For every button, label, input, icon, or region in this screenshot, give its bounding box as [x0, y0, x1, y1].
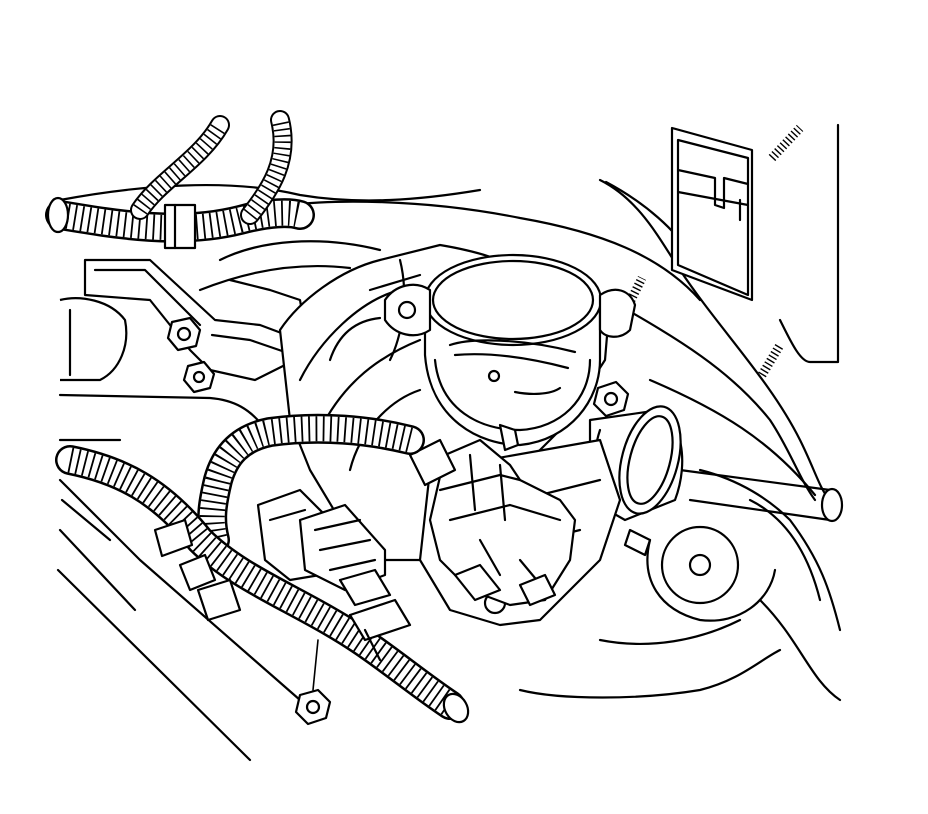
nut-left-upper	[166, 316, 202, 352]
engine-background	[56, 123, 844, 762]
throttle-body-electrical-connector	[408, 423, 577, 607]
upper-wiring-harness	[45, 110, 315, 250]
nut-left-lower	[182, 360, 216, 394]
stud-right	[758, 342, 784, 378]
nut-lower	[294, 639, 332, 726]
secondary-connector	[256, 488, 392, 607]
stud-throttle	[617, 275, 647, 321]
wiring-harness-conduit	[55, 413, 470, 724]
throttle-nut	[592, 380, 630, 418]
stud-upper	[768, 124, 804, 162]
